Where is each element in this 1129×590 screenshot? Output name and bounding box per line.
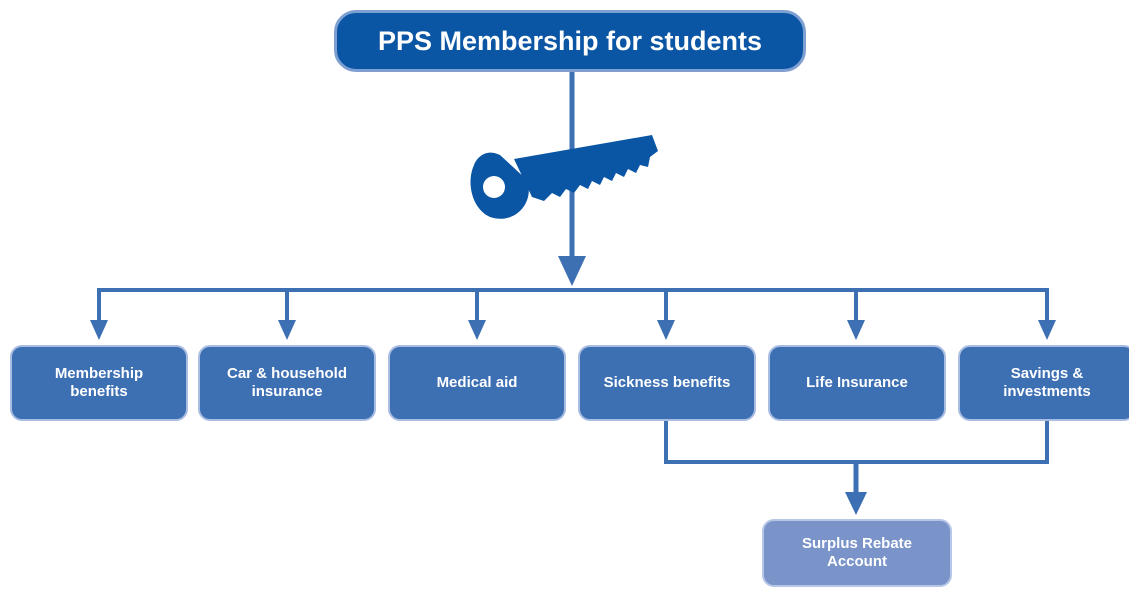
node-car-household-insurance: Car & household insurance bbox=[198, 345, 376, 421]
node-drops bbox=[90, 290, 1056, 340]
rebate-connector bbox=[664, 421, 1049, 515]
trunk-arrowhead bbox=[558, 256, 586, 286]
node-life-insurance: Life Insurance bbox=[768, 345, 946, 421]
node-surplus-rebate-account: Surplus Rebate Account bbox=[762, 519, 952, 587]
node-savings-investments: Savings & investments bbox=[958, 345, 1129, 421]
node-medical-aid: Medical aid bbox=[388, 345, 566, 421]
key-icon bbox=[470, 135, 658, 219]
node-membership-benefits: Membership benefits bbox=[10, 345, 188, 421]
node-sickness-benefits: Sickness benefits bbox=[578, 345, 756, 421]
diagram-title: PPS Membership for students bbox=[334, 10, 806, 72]
